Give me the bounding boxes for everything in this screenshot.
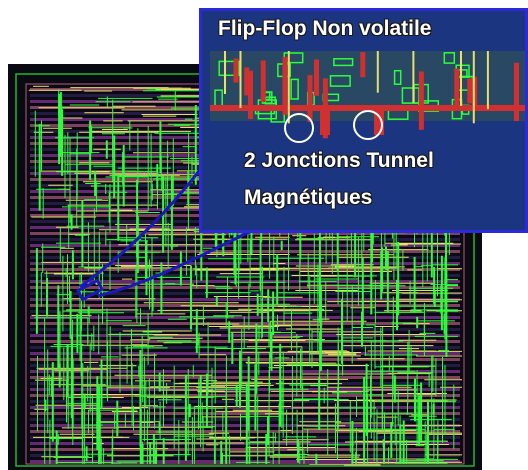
inset-zoom-panel: Flip-Flop Non volatile 2 Jonctions Tunne… — [199, 8, 528, 233]
mtj-highlight-circle — [353, 110, 383, 140]
inset-caption-line-2: Magnétiques — [244, 186, 373, 209]
inset-caption-line-1: 2 Jonctions Tunnel — [244, 149, 434, 172]
mtj-highlight-circle — [284, 113, 314, 143]
inset-title: Flip-Flop Non volatile — [218, 17, 432, 40]
inset-layout-image — [202, 11, 525, 230]
